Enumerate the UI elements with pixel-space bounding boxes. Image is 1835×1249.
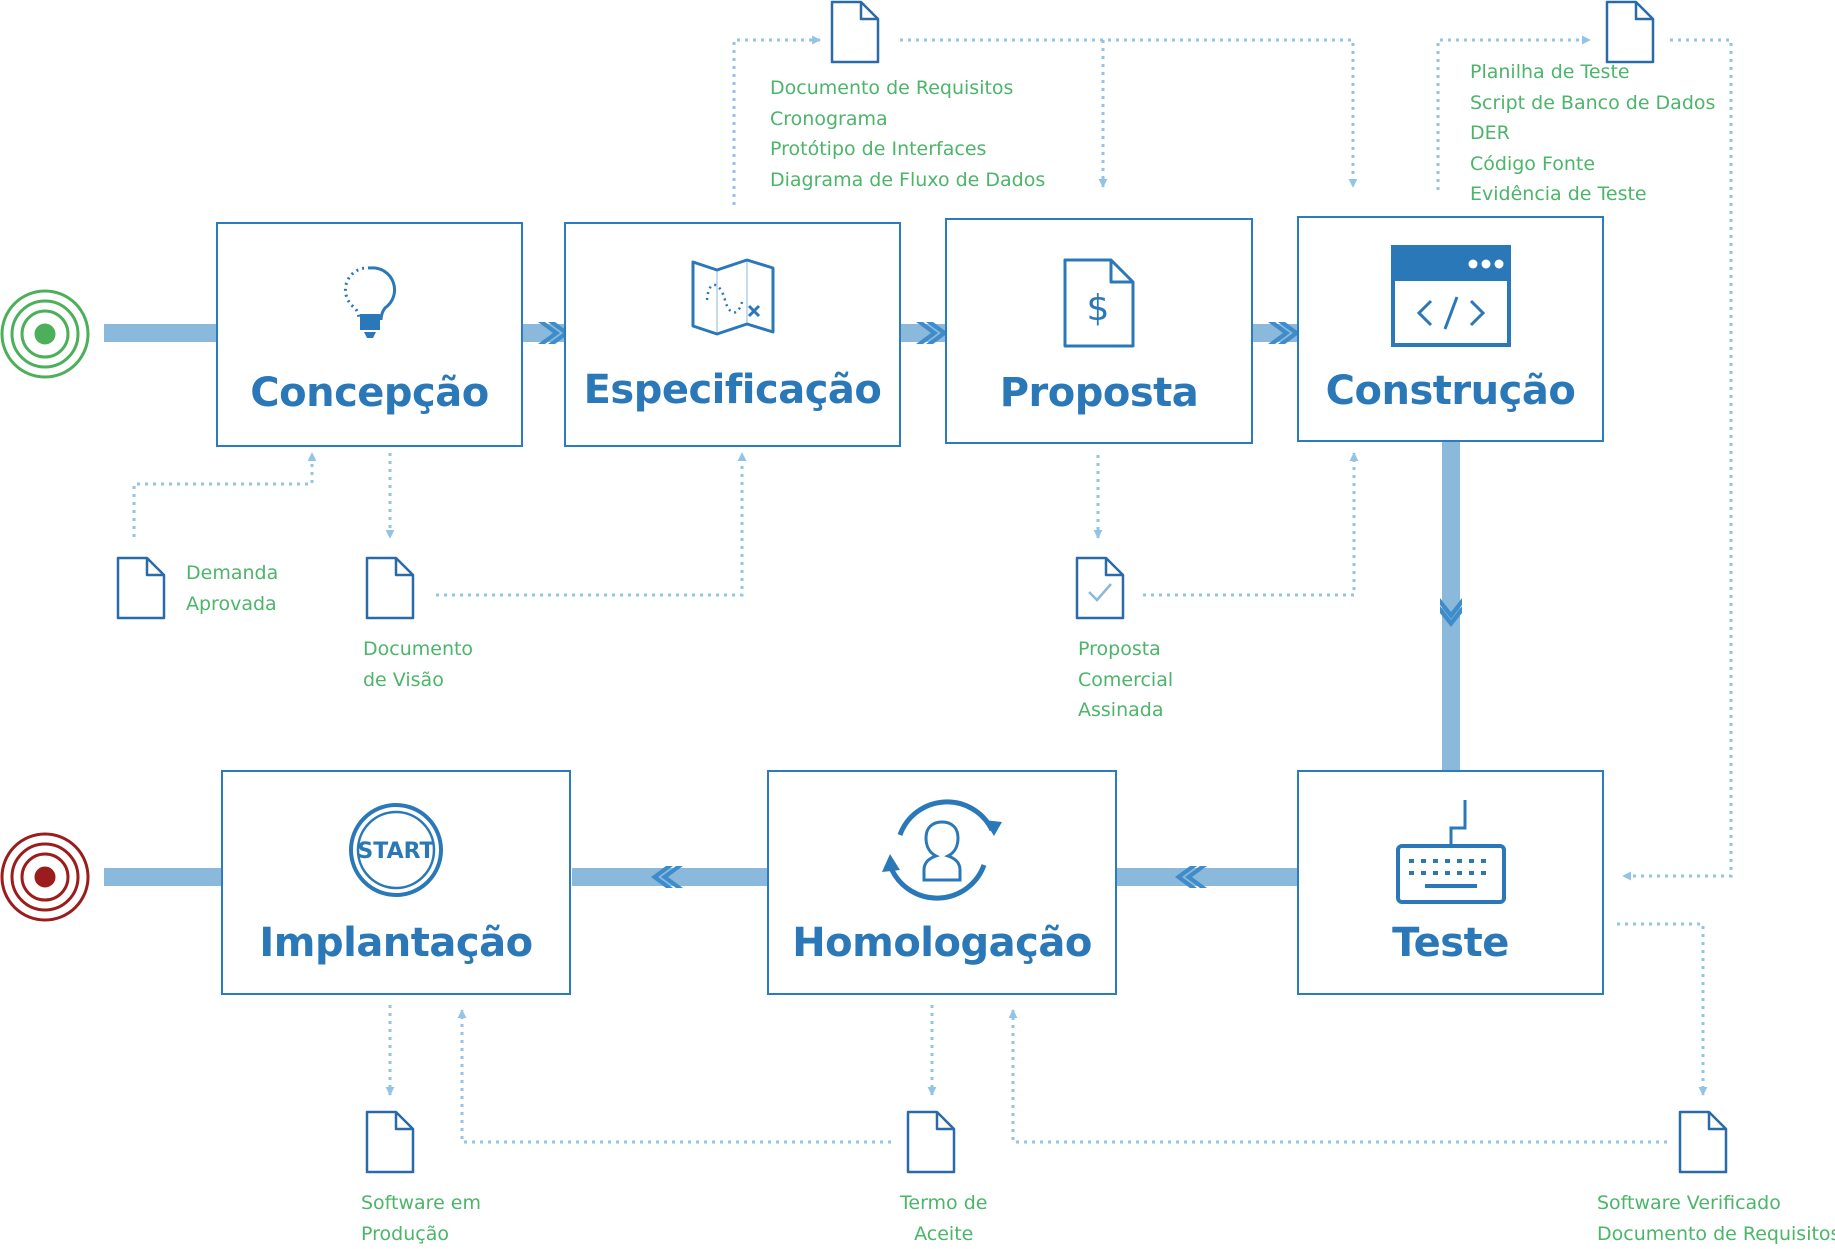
document-icon — [1605, 0, 1655, 64]
stage-especificacao: Especificação — [564, 222, 901, 447]
document-icon — [906, 1110, 956, 1174]
main-flow — [104, 324, 1460, 886]
start-button-icon: START — [349, 803, 443, 897]
stage-proposta: $ Proposta — [945, 218, 1253, 444]
artifact-connectors — [132, 35, 1733, 1144]
document-icon — [830, 0, 880, 64]
document-icon — [1678, 1110, 1728, 1174]
document-icon — [365, 1110, 415, 1174]
document-icon — [116, 556, 166, 620]
lightbulb-icon — [343, 266, 396, 338]
stage-construcao: Construção — [1297, 216, 1604, 442]
map-icon — [691, 258, 774, 336]
stage-title: Especificação — [583, 367, 882, 413]
stage-implantacao: START Implantação — [221, 770, 571, 995]
stage-title: Teste — [1392, 920, 1509, 966]
end-target-icon — [0, 832, 90, 922]
user-sync-icon — [882, 799, 1002, 901]
stage-title: Proposta — [999, 370, 1199, 416]
stage-teste: Teste — [1297, 770, 1604, 995]
artifact-homologacao: Termo de Aceite — [900, 1192, 988, 1245]
start-label: START — [357, 839, 434, 864]
flow-chevrons — [538, 322, 1462, 888]
artifact-especificacao: Documento de Requisitos Cronograma Protó… — [770, 77, 1046, 191]
stage-title: Homologação — [792, 920, 1092, 966]
artifact-implantacao: Software em Produção — [361, 1192, 481, 1245]
signed-document-icon — [1075, 556, 1125, 620]
keyboard-icon — [1395, 800, 1506, 904]
artifact-construcao: Planilha de Teste Script de Banco de Dad… — [1470, 61, 1716, 205]
stage-concepcao: Concepção — [216, 222, 523, 447]
artifact-visao: Documento de Visão — [363, 638, 474, 691]
code-window-icon — [1390, 245, 1511, 347]
stage-homologacao: Homologação — [767, 770, 1117, 995]
document-icon — [365, 556, 415, 620]
artifact-teste: Software Verificado Documento de Requisi… — [1597, 1192, 1835, 1245]
artifact-demanda: Demanda Aprovada — [186, 562, 279, 615]
start-target-icon — [0, 289, 90, 379]
stage-title: Implantação — [259, 920, 533, 966]
stage-title: Concepção — [250, 370, 489, 416]
artifact-proposta: Proposta Comercial Assinada — [1078, 638, 1174, 721]
stage-title: Construção — [1325, 368, 1576, 414]
svg-text:$: $ — [1087, 288, 1110, 329]
invoice-dollar-icon: $ — [1063, 258, 1135, 348]
